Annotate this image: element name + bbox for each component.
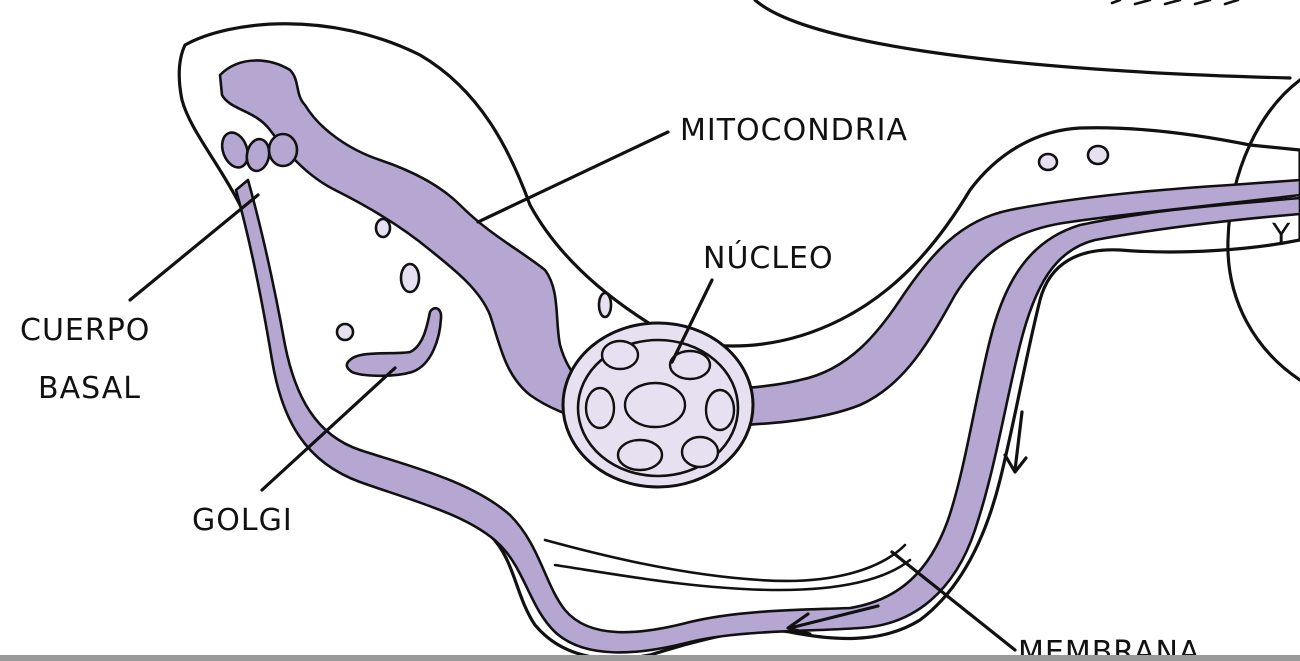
vesicle: [376, 219, 390, 237]
speech-bubble-top: [755, 0, 1290, 78]
speech-bubble-text-fragment: [1112, 0, 1238, 4]
vesicle: [401, 264, 419, 292]
label-golgi: GOLGI: [192, 503, 293, 538]
basal-body: [218, 129, 297, 173]
mitochondria-leader: [478, 132, 668, 222]
label-mitochondria: MITOCONDRIA: [680, 113, 908, 148]
vesicle: [337, 324, 353, 340]
golgi-body: [347, 308, 441, 376]
label-basal-body-line1: CUERPO: [20, 313, 150, 348]
inner-membrane-line: [545, 540, 905, 581]
bottom-edge-bar: [0, 655, 1300, 661]
vesicle: [1039, 154, 1057, 170]
speech-bubble-text: Y: [1271, 218, 1291, 253]
basal-body-leader: [130, 195, 258, 300]
nucleus: [563, 323, 753, 487]
vesicle: [1088, 146, 1108, 164]
label-basal-body-line2: BASAL: [38, 371, 141, 406]
label-nucleus: NÚCLEO: [703, 239, 834, 276]
vesicle: [599, 293, 611, 317]
inner-membrane-line-2: [555, 560, 910, 590]
